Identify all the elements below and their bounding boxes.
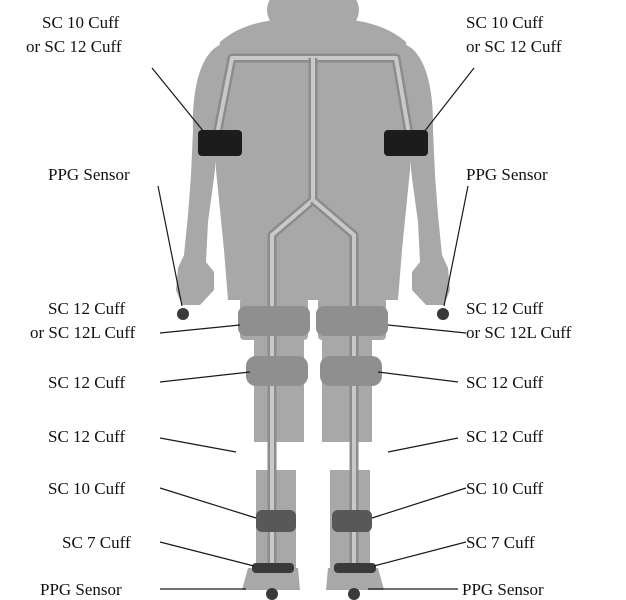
left-thigh-cuff — [238, 306, 310, 336]
leader-left-thigh — [160, 325, 240, 333]
right-thigh-cuff — [316, 306, 388, 336]
left-calf-cuff — [256, 510, 296, 532]
leader-left-upper-calf — [160, 438, 236, 452]
left-upper-arm-cuff — [198, 130, 242, 156]
label-left-calf: SC 10 Cuff — [48, 479, 125, 498]
right-finger-sensor — [437, 308, 449, 320]
label-right-upper-arm-line2: or SC 12 Cuff — [466, 37, 562, 56]
leader-right-finger — [444, 186, 468, 306]
leader-right-calf — [372, 488, 466, 518]
right-ankle-cuff — [334, 563, 376, 573]
leader-left-knee — [160, 372, 250, 382]
label-right-thigh-line2: or SC 12L Cuff — [466, 323, 572, 342]
label-right-upper-calf: SC 12 Cuff — [466, 427, 543, 446]
left-ankle-cuff — [252, 563, 294, 573]
label-left-upper-arm-line1: SC 10 Cuff — [42, 13, 119, 32]
right-toe-sensor — [348, 588, 360, 600]
label-left-upper-arm-line2: or SC 12 Cuff — [26, 37, 122, 56]
label-left-finger: PPG Sensor — [48, 165, 130, 184]
left-toe-sensor — [266, 588, 278, 600]
label-right-ankle: SC 7 Cuff — [466, 533, 535, 552]
right-knee-cuff — [320, 356, 382, 386]
leader-right-upper-calf — [388, 438, 458, 452]
right-upper-arm-cuff — [384, 130, 428, 156]
label-left-ankle: SC 7 Cuff — [62, 533, 131, 552]
label-right-finger: PPG Sensor — [466, 165, 548, 184]
label-left-knee: SC 12 Cuff — [48, 373, 125, 392]
label-right-knee: SC 12 Cuff — [466, 373, 543, 392]
label-right-thigh-line1: SC 12 Cuff — [466, 299, 543, 318]
label-right-toe: PPG Sensor — [462, 580, 544, 599]
leader-right-thigh — [388, 325, 466, 333]
leader-right-knee — [378, 372, 458, 382]
label-left-thigh-line1: SC 12 Cuff — [48, 299, 125, 318]
leader-left-calf — [160, 488, 256, 518]
right-knee-upper-calf — [322, 340, 372, 442]
left-finger-sensor — [177, 308, 189, 320]
leader-right-ankle — [374, 542, 466, 566]
label-left-toe: PPG Sensor — [40, 580, 122, 599]
left-knee-upper-calf — [254, 340, 304, 442]
leader-left-ankle — [160, 542, 254, 566]
label-right-upper-arm-line1: SC 10 Cuff — [466, 13, 543, 32]
leader-left-finger — [158, 186, 182, 306]
label-left-thigh-line2: or SC 12L Cuff — [30, 323, 136, 342]
label-left-upper-calf: SC 12 Cuff — [48, 427, 125, 446]
left-knee-cuff — [246, 356, 308, 386]
label-right-calf: SC 10 Cuff — [466, 479, 543, 498]
right-calf-cuff — [332, 510, 372, 532]
